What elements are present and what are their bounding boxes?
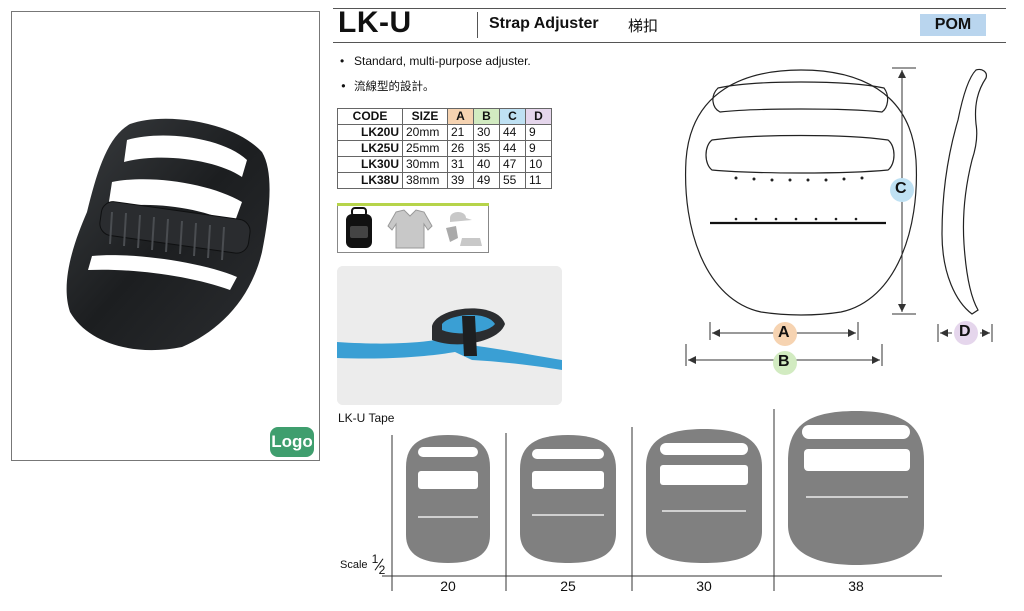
front-top-slot bbox=[712, 81, 889, 113]
dimension-a-circle bbox=[773, 322, 797, 346]
header-rule-top bbox=[333, 8, 1006, 9]
scale-label: Scale 1 2 bbox=[340, 552, 387, 577]
model-title: LK-U bbox=[338, 6, 412, 39]
scale-prefix: Scale bbox=[340, 558, 368, 571]
header-c: C bbox=[499, 108, 526, 125]
cell-c: 47 bbox=[499, 156, 526, 173]
outdoor-gear-icon bbox=[446, 212, 482, 246]
front-view-drawing bbox=[684, 69, 918, 316]
scale-denominator: 2 bbox=[378, 563, 386, 577]
cell-a: 31 bbox=[447, 156, 474, 173]
header-a: A bbox=[447, 108, 474, 125]
table-row: LK25U 25mm 26 35 44 9 bbox=[337, 140, 552, 157]
tape-silhouettes bbox=[382, 409, 942, 591]
application-icons bbox=[346, 207, 482, 249]
product-name-cn: 梯扣 bbox=[628, 17, 659, 35]
cell-a: 26 bbox=[447, 140, 474, 157]
cell-code: LK25U bbox=[337, 140, 403, 157]
cell-size: 38mm bbox=[402, 172, 448, 189]
tape-section-title: LK-U Tape bbox=[338, 411, 395, 425]
tape-silhouette-30 bbox=[646, 429, 762, 563]
dimension-c-circle bbox=[890, 178, 914, 202]
material-badge: POM bbox=[920, 14, 986, 36]
bullet-item: •流線型的設計。 bbox=[340, 79, 435, 93]
dimension-b-line bbox=[685, 344, 883, 366]
tape-size-30: 30 bbox=[696, 578, 712, 594]
application-box-accent bbox=[337, 203, 489, 206]
application-icons-box bbox=[337, 203, 489, 253]
front-outline bbox=[684, 69, 918, 316]
dimension-a-label: A bbox=[778, 324, 790, 341]
dimension-d-label: D bbox=[959, 323, 971, 340]
cell-a: 39 bbox=[447, 172, 474, 189]
table-row: LK38U 38mm 39 49 55 11 bbox=[337, 172, 552, 189]
cell-b: 35 bbox=[473, 140, 500, 157]
dimension-b-circle bbox=[773, 351, 797, 375]
front-middle-slot bbox=[705, 134, 895, 174]
cell-b: 40 bbox=[473, 156, 500, 173]
logo-badge: Logo bbox=[270, 427, 314, 457]
header-b: B bbox=[473, 108, 500, 125]
cell-c: 55 bbox=[499, 172, 526, 189]
table-row: LK20U 20mm 21 30 44 9 bbox=[337, 124, 552, 141]
dimension-d-circle bbox=[954, 321, 978, 345]
tape-size-20: 20 bbox=[440, 578, 456, 594]
front-teeth bbox=[734, 176, 864, 182]
cell-d: 10 bbox=[525, 156, 552, 173]
cell-c: 44 bbox=[499, 140, 526, 157]
cell-code: LK20U bbox=[337, 124, 403, 141]
table-header-row: CODE SIZE A B C D bbox=[337, 108, 552, 125]
tape-silhouette-38 bbox=[788, 411, 924, 565]
cell-d: 9 bbox=[525, 140, 552, 157]
header-separator bbox=[477, 12, 478, 38]
cell-code: LK38U bbox=[337, 172, 403, 189]
tape-silhouette-25 bbox=[520, 435, 616, 563]
tape-size-25: 25 bbox=[560, 578, 576, 594]
header-rule-bottom bbox=[333, 42, 1006, 43]
product-photo-panel bbox=[11, 11, 320, 461]
bullet-item: •Standard, multi-purpose adjuster. bbox=[340, 54, 531, 68]
cell-c: 44 bbox=[499, 124, 526, 141]
product-name: Strap Adjuster bbox=[489, 15, 599, 32]
header-d: D bbox=[525, 108, 552, 125]
scale-numerator: 1 bbox=[371, 552, 379, 566]
spec-table: CODE SIZE A B C D LK20U 20mm 21 30 44 9 … bbox=[337, 108, 552, 189]
dimension-d-line bbox=[937, 324, 993, 342]
cell-size: 30mm bbox=[402, 156, 448, 173]
backpack-icon bbox=[346, 207, 372, 248]
header-size: SIZE bbox=[402, 108, 448, 125]
cell-d: 9 bbox=[525, 124, 552, 141]
side-view-drawing bbox=[941, 68, 987, 315]
scale-fraction: 1 2 bbox=[371, 552, 387, 577]
product-photo bbox=[66, 118, 270, 351]
usage-photo bbox=[337, 266, 562, 405]
tape-size-38: 38 bbox=[848, 578, 864, 594]
cell-size: 20mm bbox=[402, 124, 448, 141]
tape-silhouette-20 bbox=[406, 435, 490, 563]
table-row: LK30U 30mm 31 40 47 10 bbox=[337, 156, 552, 173]
jacket-icon bbox=[387, 209, 433, 249]
bullet-text: Standard, multi-purpose adjuster. bbox=[354, 54, 531, 68]
dimension-b-label: B bbox=[778, 353, 790, 370]
cell-b: 49 bbox=[473, 172, 500, 189]
cell-b: 30 bbox=[473, 124, 500, 141]
cell-d: 11 bbox=[525, 172, 552, 189]
dimension-c-label: C bbox=[895, 180, 907, 197]
cell-size: 25mm bbox=[402, 140, 448, 157]
bullet-text: 流線型的設計。 bbox=[354, 79, 435, 93]
header-code: CODE bbox=[337, 108, 403, 125]
cell-code: LK30U bbox=[337, 156, 403, 173]
cell-a: 21 bbox=[447, 124, 474, 141]
usage-photo-drawing bbox=[337, 266, 562, 405]
